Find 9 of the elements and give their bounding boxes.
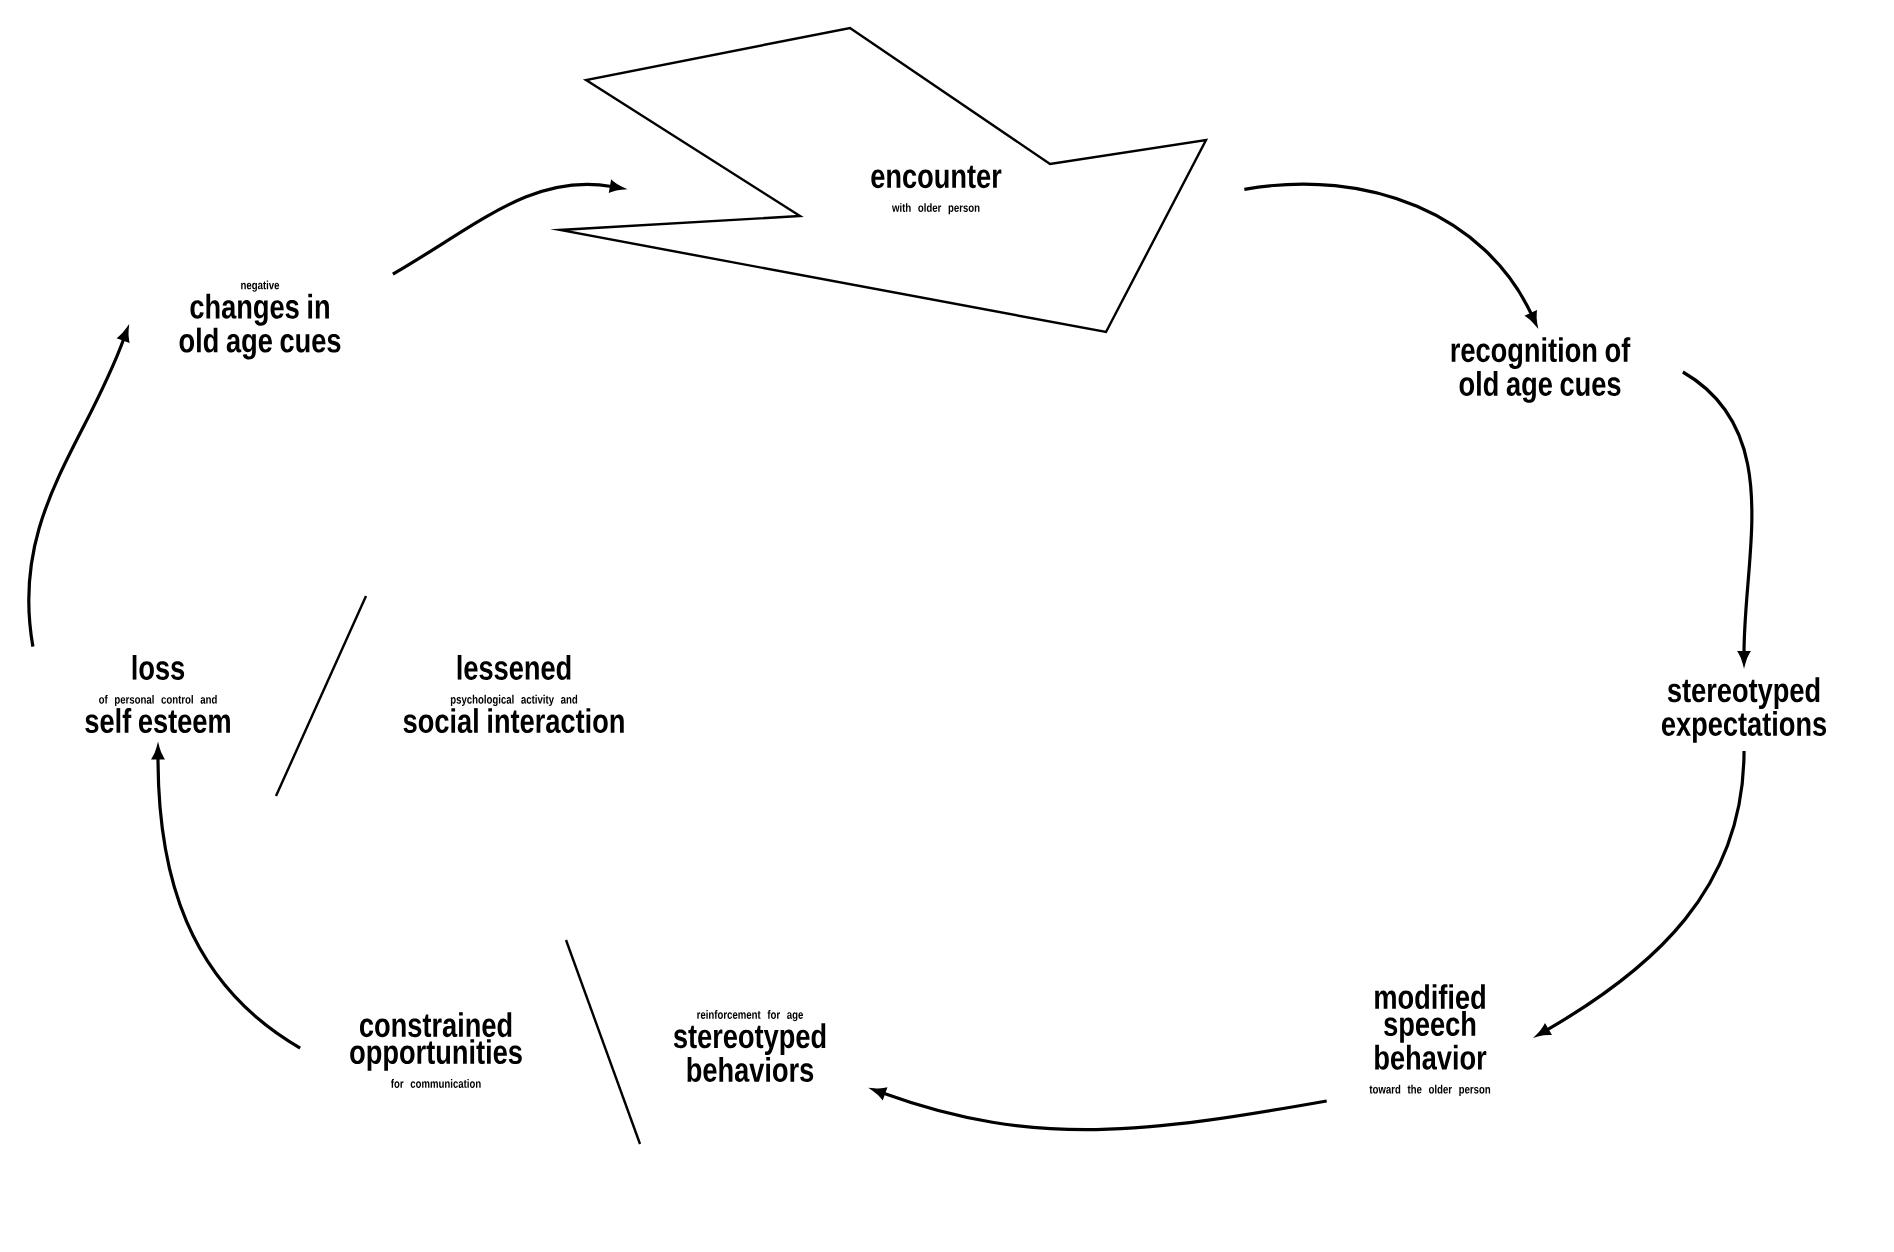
arrow [1536, 751, 1746, 1037]
step-text: stereotyped expectations [1661, 677, 1827, 743]
arrow [1244, 182, 1538, 325]
arrow [152, 746, 301, 1050]
arrow [872, 1087, 1327, 1132]
arrow [1681, 370, 1754, 665]
arrow [27, 328, 130, 647]
step-text: recognition of old age cues [1451, 337, 1631, 403]
arrow [392, 180, 623, 276]
